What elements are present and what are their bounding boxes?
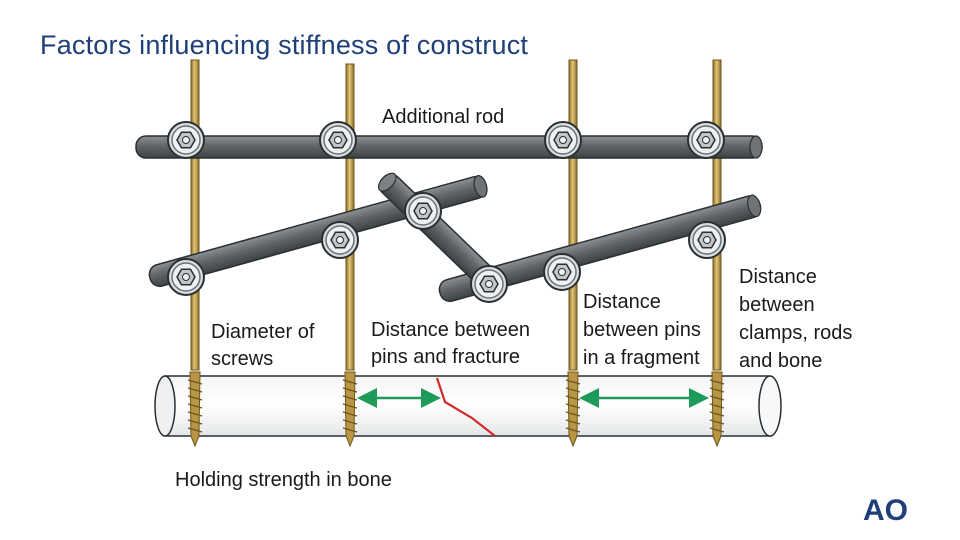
clamp — [404, 192, 442, 230]
clamp — [544, 121, 582, 159]
additional-rod — [135, 135, 763, 159]
clamp — [543, 253, 581, 291]
label-distance-clamps-line4: and bone — [739, 350, 822, 372]
label-distance-fracture-line2: pins and fracture — [371, 346, 520, 368]
label-diameter-line1: Diameter of — [211, 321, 315, 343]
clamp — [167, 121, 205, 159]
right-rod — [438, 194, 762, 303]
label-distance-clamps-line2: between — [739, 294, 815, 316]
clamp — [321, 221, 359, 259]
clamp — [688, 221, 726, 259]
ao-logo: AO — [863, 494, 908, 527]
label-distance-clamps-line3: clamps, rods — [739, 322, 852, 344]
label-distance-clamps-line1: Distance — [739, 266, 817, 288]
fracture-line — [435, 377, 496, 437]
clamp — [470, 265, 508, 303]
bone — [154, 375, 782, 437]
clamp — [167, 258, 205, 296]
rods — [135, 135, 763, 303]
label-distance-fracture-line1: Distance between — [371, 319, 530, 341]
clamp — [687, 121, 725, 159]
pin-1 — [187, 59, 203, 448]
label-distance-fragment-line1: Distance — [583, 291, 661, 313]
clamp — [319, 121, 357, 159]
pin-3 — [565, 59, 581, 448]
label-holding-strength: Holding strength in bone — [175, 469, 392, 491]
label-distance-fragment-line2: between pins — [583, 319, 701, 341]
label-additional-rod: Additional rod — [382, 106, 504, 128]
label-distance-fragment-line3: in a fragment — [583, 347, 700, 369]
page-title: Factors influencing stiffness of constru… — [40, 30, 529, 60]
label-diameter-line2: screws — [211, 348, 273, 370]
